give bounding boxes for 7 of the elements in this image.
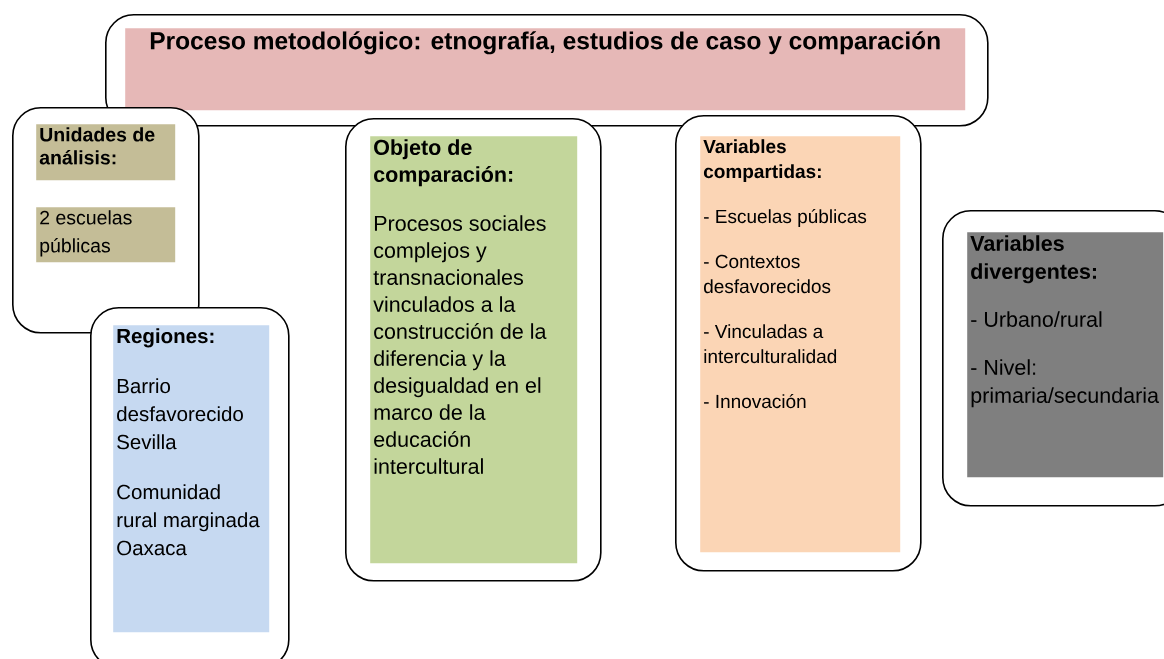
text-panel: Variables divergentes: - Urbano/rural - Nivel: primaria/secundaria (967, 232, 1164, 478)
text-panel: Variables compartidas: - Escuelas públicas - Contextos desfavorecidos - Vinculadas a interculturalidad - Innovación (700, 136, 901, 553)
text-panel: Proceso metodológico: etnografía, estudios de caso y comparación (125, 28, 966, 111)
text-panel: 2 escuelas públicas (36, 207, 176, 263)
text-panel: Unidades de análisis: (36, 124, 176, 181)
text-panel: Objeto de comparación: Procesos sociales complejos y transnacionales vinculados a la construcción de la diferencia y la desigualdad en el marco de la educación intercultural (370, 136, 578, 564)
text-panel: Regiones: Barrio desfavorecido Sevilla Comunidad rural marginada Oaxaca (113, 325, 270, 633)
